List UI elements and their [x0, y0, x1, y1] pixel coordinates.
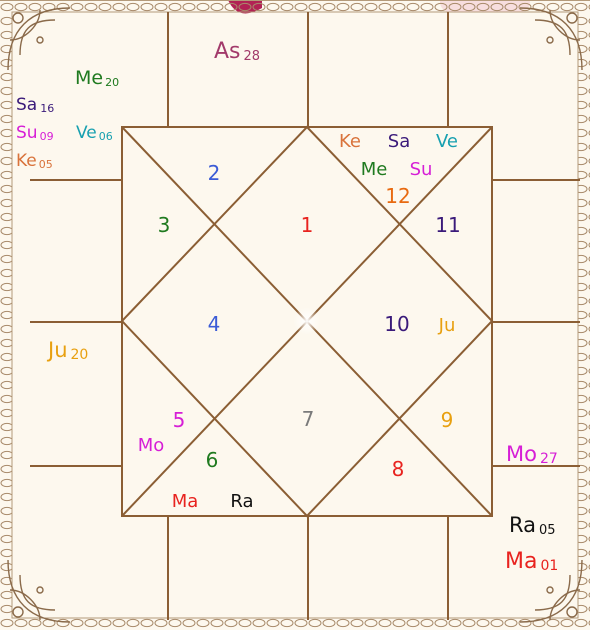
house-number-11: 11: [435, 213, 460, 237]
planet-sa: Sa: [388, 131, 410, 152]
house-number-8: 8: [392, 457, 405, 481]
house-number-6: 6: [206, 448, 219, 472]
center-glow: [293, 307, 321, 335]
planet-ju: Ju: [438, 315, 456, 336]
house-number-9: 9: [441, 408, 454, 432]
planet-me: Me: [361, 159, 388, 180]
planet-ke: Ke: [339, 131, 361, 152]
house-number-2: 2: [208, 161, 221, 185]
house-number-1: 1: [301, 213, 314, 237]
planet-mo: Mo: [138, 435, 165, 456]
house-number-3: 3: [158, 213, 171, 237]
house-number-12: 12: [385, 184, 410, 208]
house-number-7: 7: [302, 407, 315, 431]
planet-ma: Ma: [172, 491, 199, 512]
house-number-4: 4: [208, 312, 221, 336]
planet-ve: Ve: [436, 131, 458, 152]
planet-ra: Ra: [230, 491, 253, 512]
planet-su: Su: [410, 159, 433, 180]
house-number-5: 5: [173, 408, 186, 432]
house-number-10: 10: [384, 312, 409, 336]
